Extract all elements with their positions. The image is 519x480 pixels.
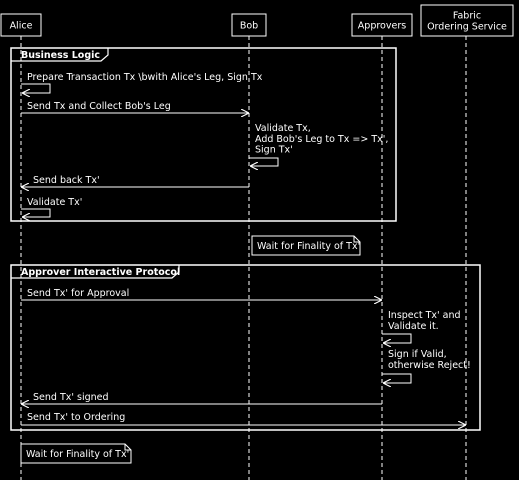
- message-label: Send Tx' signed: [33, 392, 109, 403]
- participant-alice: Alice: [0, 13, 42, 37]
- group-frame-1: Business Logic: [10, 47, 397, 222]
- group-frame-2: Approver Interactive Protocol: [10, 264, 481, 431]
- message-label: Send Tx' to Ordering: [27, 412, 125, 423]
- participant-label: Ordering Service: [427, 22, 507, 33]
- note-text: Wait for Finality of Tx': [257, 241, 360, 252]
- self-message-arrow: [21, 83, 51, 93]
- message-label: Sign if Valid,: [388, 349, 447, 360]
- message-label: Send Tx' for Approval: [27, 288, 129, 299]
- self-message-arrow: [382, 333, 412, 343]
- message-label: Inspect Tx' and: [388, 310, 461, 321]
- message-label: Send Tx and Collect Bob's Leg: [27, 101, 171, 112]
- message-1: Prepare Transaction Tx \bwith Alice's Le…: [21, 72, 263, 93]
- participant-label: Alice: [10, 21, 33, 32]
- message-label: Send back Tx': [33, 175, 100, 186]
- participant-bob: Bob: [231, 13, 267, 37]
- note-text: Wait for Finality of Tx': [26, 449, 129, 460]
- message-label: Sign Tx': [255, 145, 293, 156]
- message-label: Add Bob's Leg to Tx => Tx',: [255, 134, 388, 145]
- message-10: Send Tx' to Ordering: [21, 412, 466, 425]
- self-message-arrow: [249, 157, 279, 166]
- message-label: otherwise Reject!: [388, 360, 471, 371]
- message-label: Validate Tx': [27, 197, 82, 208]
- group-title: Business Logic: [21, 50, 100, 61]
- message-label: Validate Tx,: [255, 123, 311, 134]
- message-label: Prepare Transaction Tx \bwith Alice's Le…: [27, 72, 263, 83]
- note-1: Wait for Finality of Tx': [251, 235, 361, 256]
- self-message-arrow: [382, 373, 412, 383]
- participant-approvers: Approvers: [351, 13, 413, 37]
- message-4: Send back Tx': [21, 175, 249, 187]
- message-2: Send Tx and Collect Bob's Leg: [21, 101, 249, 113]
- participant-label: Approvers: [358, 21, 406, 32]
- group-title: Approver Interactive Protocol: [21, 267, 180, 278]
- message-3: Validate Tx,Add Bob's Leg to Tx => Tx',S…: [249, 123, 388, 166]
- message-label: Validate it.: [388, 321, 439, 332]
- self-message-arrow: [21, 208, 51, 217]
- message-5: Validate Tx': [21, 197, 82, 217]
- participant-label: Bob: [240, 21, 258, 32]
- participant-label: Fabric: [453, 11, 481, 22]
- message-8: Sign if Valid,otherwise Reject!: [382, 349, 471, 383]
- message-9: Send Tx' signed: [21, 392, 382, 404]
- note-2: Wait for Finality of Tx': [20, 443, 132, 464]
- message-6: Send Tx' for Approval: [21, 288, 382, 300]
